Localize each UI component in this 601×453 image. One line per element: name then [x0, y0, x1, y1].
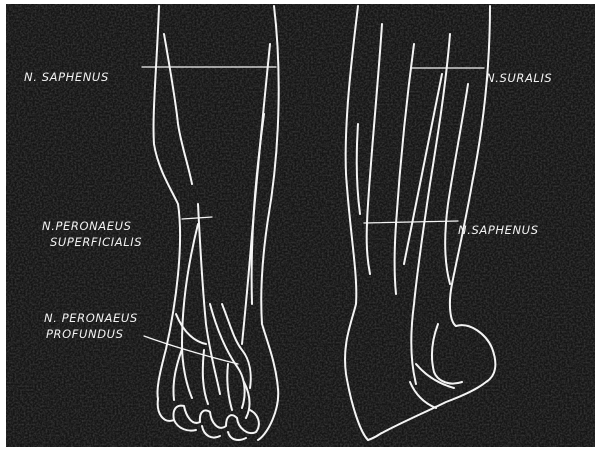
label-n-peronaeus-profundus-1: N. PERONAEUS [44, 311, 138, 325]
label-n-peronaeus-profundus-2: PROFUNDUS [46, 327, 124, 341]
label-n-suralis: N.SURALIS [486, 71, 552, 85]
label-n-saphenus-right: N.SAPHENUS [458, 223, 539, 237]
label-n-peronaeus-superficialis-1: N.PERONAEUS [42, 219, 132, 233]
dark-plate: N. SAPHENUS N.SURALIS N.PERONAEUS SUPERF… [6, 4, 595, 447]
label-n-peronaeus-superficialis-2: SUPERFICIALIS [50, 235, 142, 249]
label-n-saphenus-left: N. SAPHENUS [24, 70, 109, 84]
